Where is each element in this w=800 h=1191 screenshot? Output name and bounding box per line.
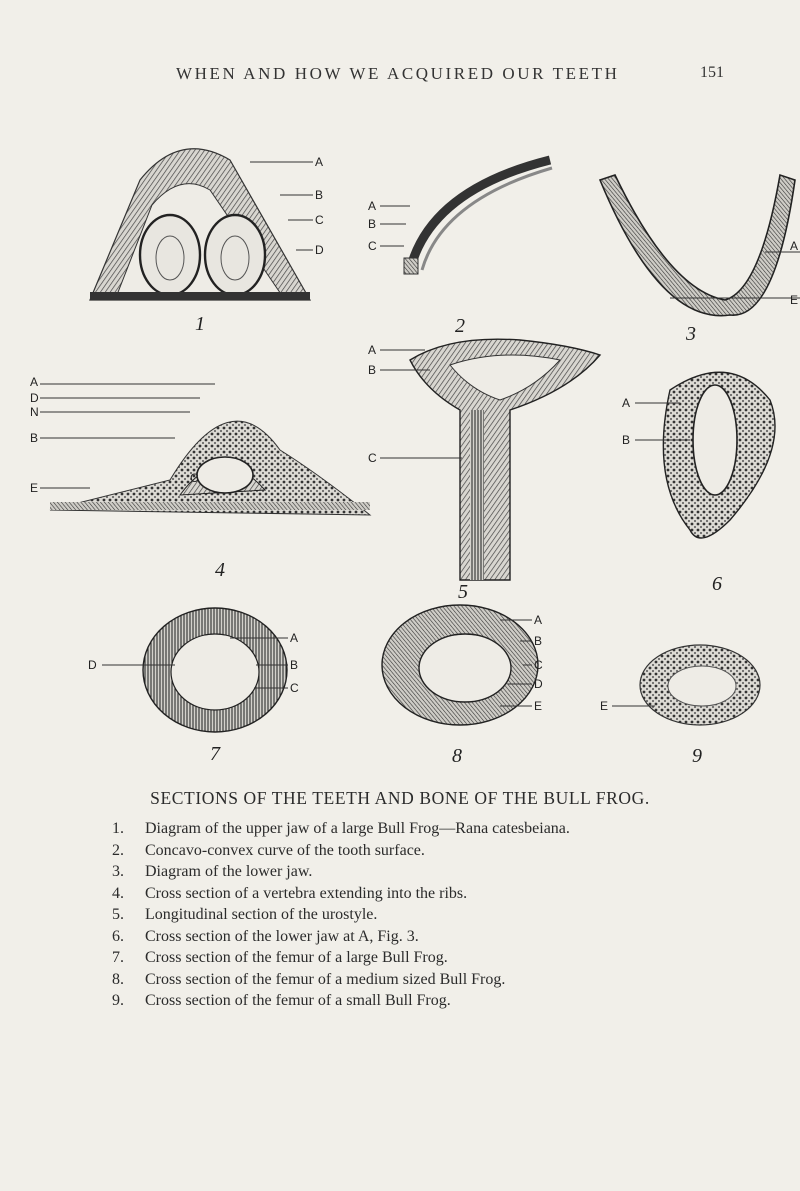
fig5-label-c: C: [368, 451, 377, 465]
fig4-label-e: E: [30, 481, 38, 495]
fig3-label-e: E: [790, 293, 798, 307]
figure-2-number: 2: [455, 315, 465, 337]
caption-item: 3. Diagram of the lower jaw.: [112, 861, 752, 883]
caption-number: 9.: [112, 992, 124, 1009]
fig1-label-b: B: [315, 188, 323, 202]
fig7-label-b: B: [290, 658, 298, 672]
fig6-label-a: A: [622, 396, 630, 410]
figure-6: A B 6: [622, 371, 776, 595]
fig4-label-d: D: [30, 391, 39, 405]
caption-item: 5. Longitudinal section of the urostyle.: [112, 904, 752, 926]
figure-7: A B C D 7: [88, 607, 299, 765]
figure-1: A B C D 1: [89, 148, 324, 335]
caption-text: Cross section of the femur of a medium s…: [145, 970, 506, 988]
caption-item: 2. Concavo-convex curve of the tooth surf…: [112, 840, 752, 862]
caption-item: 4. Cross section of a vertebra extending …: [112, 883, 752, 905]
caption-item: 7. Cross section of the femur of a large …: [112, 947, 752, 969]
fig3-label-a: A: [790, 239, 798, 253]
caption-number: 4.: [112, 884, 124, 902]
caption-number: 7.: [112, 949, 124, 966]
caption-text: Cross section of the lower jaw at A, Fig…: [145, 927, 419, 945]
caption-text: Longitudinal section of the urostyle.: [145, 906, 378, 923]
fig9-label-e: E: [600, 699, 608, 713]
figure-4: A D N B C E 4: [30, 375, 372, 581]
fig1-label-c: C: [315, 213, 324, 227]
caption-number: 3.: [112, 863, 124, 880]
caption-list: 1. Diagram of the upper jaw of a large Bu…: [112, 818, 752, 1012]
fig8-label-c: C: [534, 658, 543, 672]
fig2-label-b: B: [368, 217, 376, 231]
caption-number: 2.: [112, 841, 124, 859]
caption-text: Cross section of the femur of a large Bu…: [145, 949, 448, 966]
fig8-label-d: D: [534, 677, 543, 691]
running-head: WHEN AND HOW WE ACQUIRED OUR TEETH: [176, 64, 620, 83]
page-number: 151: [700, 64, 724, 81]
caption-number: 1.: [112, 820, 124, 837]
figure-1-number: 1: [195, 313, 205, 335]
figure-8-number: 8: [452, 745, 462, 767]
fig4-label-n: N: [30, 405, 39, 419]
figure-9: E 9: [600, 644, 761, 767]
fig6-label-b: B: [622, 433, 630, 447]
caption-number: 6.: [112, 927, 124, 945]
fig1-label-a: A: [315, 155, 323, 169]
fig7-label-d: D: [88, 658, 97, 672]
figure-6-number: 6: [712, 573, 722, 595]
caption-item: 8. Cross section of the femur of a medium…: [112, 969, 752, 991]
fig8-label-b: B: [534, 634, 542, 648]
fig5-label-a: A: [368, 343, 376, 357]
caption-number: 8.: [112, 970, 124, 988]
figure-8: A B C D E 8: [381, 604, 543, 767]
fig7-label-a: A: [290, 631, 298, 645]
figure-7-number: 7: [210, 743, 221, 765]
figure-2: A B C 2: [368, 155, 553, 337]
illustration-plate: A B C D 1 A B C 2 A E 3 A D: [30, 120, 800, 770]
figure-5-number: 5: [458, 581, 468, 603]
caption-item: 6. Cross section of the lower jaw at A, F…: [112, 926, 752, 948]
caption-text: Concavo-convex curve of the tooth surfac…: [145, 841, 425, 859]
fig5-label-b: B: [368, 363, 376, 377]
caption-text: Diagram of the upper jaw of a large Bull…: [145, 820, 570, 837]
caption-number: 5.: [112, 906, 124, 923]
figure-3: A E 3: [598, 173, 800, 345]
figure-3-number: 3: [685, 323, 696, 345]
page-header: WHEN AND HOW WE ACQUIRED OUR TEETH 151: [0, 64, 800, 88]
plate-title: SECTIONS OF THE TEETH AND BONE OF THE BU…: [150, 788, 650, 808]
fig2-label-a: A: [368, 199, 376, 213]
fig7-label-c: C: [290, 681, 299, 695]
fig4-label-c: C: [190, 471, 199, 485]
caption-text: Cross section of the femur of a small Bu…: [145, 992, 451, 1009]
caption-text: Cross section of a vertebra extending in…: [145, 884, 468, 902]
fig8-label-e: E: [534, 699, 542, 713]
fig4-label-a: A: [30, 375, 38, 389]
figure-4-number: 4: [215, 559, 225, 581]
caption-item: 1. Diagram of the upper jaw of a large Bu…: [112, 818, 752, 840]
figure-9-number: 9: [692, 745, 702, 767]
fig4-label-b: B: [30, 431, 38, 445]
fig8-label-a: A: [534, 613, 542, 627]
fig2-label-c: C: [368, 239, 377, 253]
fig1-label-d: D: [315, 243, 324, 257]
figure-5: A B C 5: [368, 338, 602, 603]
caption-text: Diagram of the lower jaw.: [145, 863, 313, 880]
caption-item: 9. Cross section of the femur of a small …: [112, 990, 752, 1012]
